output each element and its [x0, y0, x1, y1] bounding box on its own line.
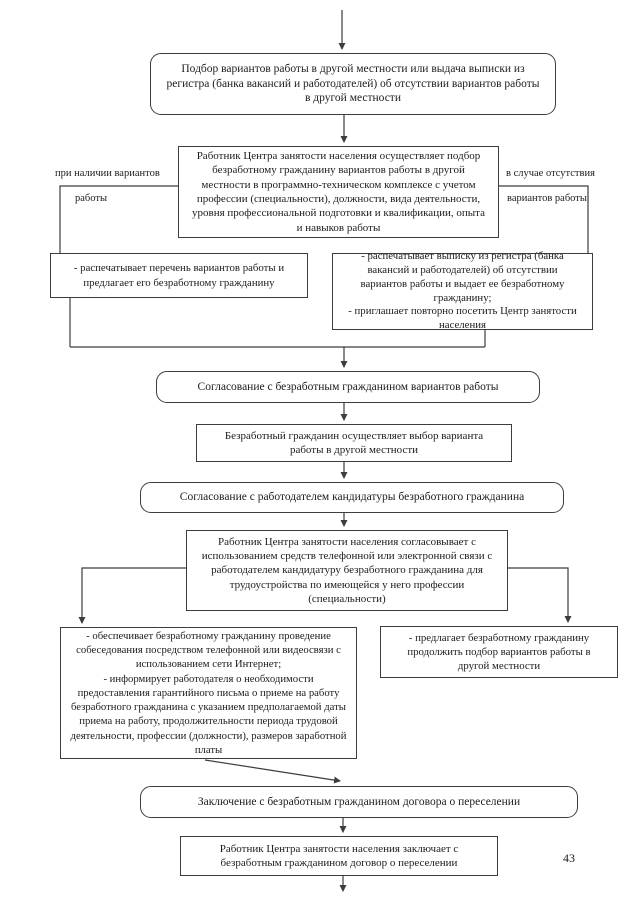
edge-label-variants-available-line2: работы: [75, 193, 108, 204]
node-soglasovanie-grazhdaninom: Согласование с безработным гражданином в…: [156, 371, 540, 403]
node-sobesedovanie-garantijnoe-pismo: - обеспечивает безработному гражданину п…: [60, 627, 357, 759]
node-rabotnik-zakljuchaet: Работник Центра занятости населения закл…: [180, 836, 498, 876]
node-rabotnik-soglasovyvaet: Работник Центра занятости населения согл…: [186, 530, 508, 611]
edge-rabotnik2-to-sobesedovanie: [78, 567, 186, 625]
edge-sobesedovanie-to-zaklyuchenie: [204, 759, 342, 784]
node-podbor-variantov: Подбор вариантов работы в другой местнос…: [150, 53, 556, 115]
node-zakljuchenie-dogovora: Заключение с безработным гражданином дог…: [140, 786, 578, 818]
edge-label-variants-available-line1: при наличии вариантов: [55, 168, 160, 179]
edge-label-variants-absent-line2: вариантов работы: [507, 193, 587, 204]
edge-branch-right-absent: [499, 185, 589, 253]
node-soglasovanie-rabotodatelem: Согласование с работодателем кандидатуры…: [140, 482, 564, 513]
edge-branch-left-available: [59, 185, 178, 253]
edge-label-variants-absent-line1: в случае отсутствия: [506, 168, 595, 179]
node-prodolzhit-podbor: - предлагает безработному гражданину про…: [380, 626, 618, 678]
node-rabotnik-podbor: Работник Центра занятости населения осущ…: [178, 146, 499, 238]
node-raspechatka-perechen: - распечатывает перечень вариантов работ…: [50, 253, 308, 298]
node-vybor-varianta: Безработный гражданин осуществляет выбор…: [196, 424, 512, 462]
page-number: 43: [563, 851, 575, 865]
node-raspechatka-vypiska: - распечатывает выписку из регистра (бан…: [332, 250, 593, 331]
edge-rabotnik2-to-prodolzhit: [508, 567, 572, 624]
